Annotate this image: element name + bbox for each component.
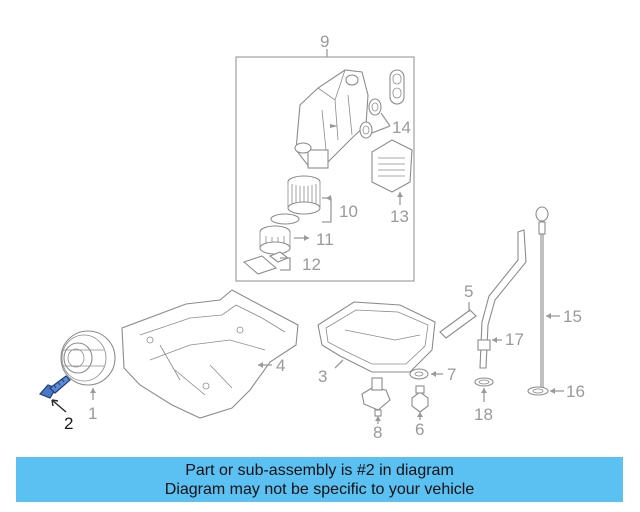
crankshaft-pulley[interactable] xyxy=(60,330,116,386)
oil-filter-cap[interactable] xyxy=(259,225,291,255)
label-part-9: 9 xyxy=(320,32,329,51)
crankshaft-pulley-bolt[interactable] xyxy=(38,375,71,399)
upper-oil-pan[interactable] xyxy=(121,289,299,419)
o-ring-14b[interactable] xyxy=(359,121,373,139)
o-ring-14a[interactable] xyxy=(368,98,382,116)
housing-gasket[interactable] xyxy=(389,69,405,105)
dipstick-seal[interactable] xyxy=(527,386,549,396)
label-part-12: 12 xyxy=(302,255,321,274)
label-part-6: 6 xyxy=(415,420,424,439)
banner-line-disclaimer: Diagram may not be specific to your vehi… xyxy=(164,481,475,498)
oil-level-sensor[interactable] xyxy=(361,377,391,417)
drain-plug-washer[interactable] xyxy=(409,368,429,380)
housing-bracket[interactable] xyxy=(242,251,290,275)
label-part-4: 4 xyxy=(276,356,285,375)
oil-dipstick[interactable] xyxy=(535,206,549,391)
label-part-11: 11 xyxy=(316,230,334,249)
oil-drain-plug[interactable] xyxy=(411,385,429,413)
filter-o-ring[interactable] xyxy=(270,213,300,225)
oil-filter-housing[interactable] xyxy=(294,69,369,169)
label-part-1: 1 xyxy=(88,404,97,423)
banner-line-part-number: Part or sub-assembly is #2 in diagram xyxy=(185,462,454,479)
label-part-8: 8 xyxy=(373,423,382,442)
label-part-16: 16 xyxy=(566,382,585,401)
oil-pan-baffle[interactable] xyxy=(439,309,477,339)
info-banner: Part or sub-assembly is #2 in diagram Di… xyxy=(16,457,623,502)
label-part-15: 15 xyxy=(563,307,582,326)
label-part-13: 13 xyxy=(390,207,409,226)
assembly-9-frame xyxy=(235,49,415,282)
label-part-18: 18 xyxy=(474,405,493,424)
label-part-14: 14 xyxy=(392,118,411,137)
label-part-5: 5 xyxy=(464,282,473,301)
oil-filter-element[interactable] xyxy=(287,175,321,215)
tube-o-ring[interactable] xyxy=(474,377,494,387)
label-part-17: 17 xyxy=(505,330,524,349)
dipstick-tube[interactable] xyxy=(477,229,527,369)
label-part-7: 7 xyxy=(447,365,456,384)
label-part-2: 2 xyxy=(64,414,73,433)
oil-cooler[interactable] xyxy=(371,139,413,193)
label-part-3: 3 xyxy=(318,367,327,386)
label-part-10: 10 xyxy=(339,202,358,221)
lower-oil-pan[interactable] xyxy=(317,301,436,373)
parts-diagram: 9 14 13 10 11 12 5 17 15 4 3 7 16 1 2 8 … xyxy=(38,32,585,442)
